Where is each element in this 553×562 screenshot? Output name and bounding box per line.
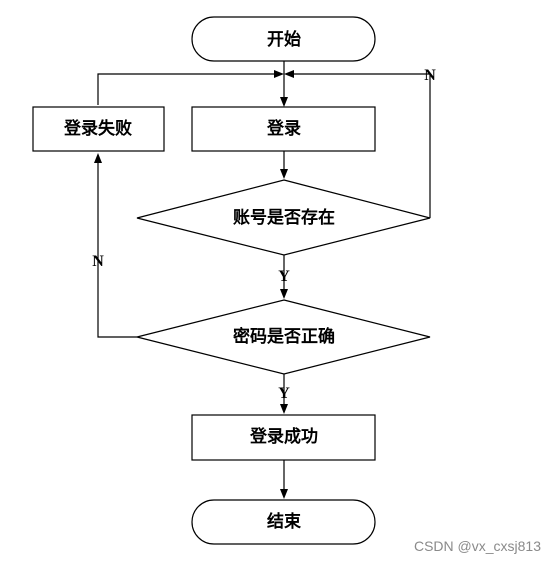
connector-login-failed-loop xyxy=(97,73,276,105)
login-node-label: 登录 xyxy=(266,118,301,139)
account-exists-decision: 账号是否存在 xyxy=(136,179,431,256)
arrowhead-into-account-check xyxy=(280,169,288,179)
arrowhead-from-left-loop xyxy=(274,70,284,78)
branch-label-account-no: N xyxy=(424,67,436,84)
end-node: 结束 xyxy=(191,499,376,545)
branch-label-account-yes: Y xyxy=(278,268,290,285)
login-success-node: 登录成功 xyxy=(191,414,376,461)
login-success-node-label: 登录成功 xyxy=(249,426,318,447)
end-node-label: 结束 xyxy=(267,511,301,532)
branch-label-password-no: N xyxy=(92,253,104,270)
arrowhead-into-password-check xyxy=(280,289,288,299)
arrowhead-into-login-failed xyxy=(94,153,102,163)
connector-account-no-loop xyxy=(292,73,431,218)
password-correct-decision: 密码是否正确 xyxy=(136,299,431,375)
watermark-text: CSDN @vx_cxsj813 xyxy=(413,538,541,554)
arrowhead-from-right-loop xyxy=(284,70,294,78)
branch-label-password-yes: Y xyxy=(278,385,290,402)
start-node: 开始 xyxy=(191,16,376,62)
arrowhead-into-end xyxy=(280,489,288,499)
connector-password-no-to-login-failed xyxy=(97,162,137,338)
account-exists-decision-label: 账号是否存在 xyxy=(233,207,335,228)
login-failed-node: 登录失败 xyxy=(32,106,165,152)
login-node: 登录 xyxy=(191,106,376,152)
start-node-label: 开始 xyxy=(267,29,301,50)
arrowhead-into-login-success xyxy=(280,404,288,414)
arrowhead-into-login xyxy=(280,97,288,107)
password-correct-decision-label: 密码是否正确 xyxy=(233,326,335,347)
login-failed-node-label: 登录失败 xyxy=(63,118,132,139)
